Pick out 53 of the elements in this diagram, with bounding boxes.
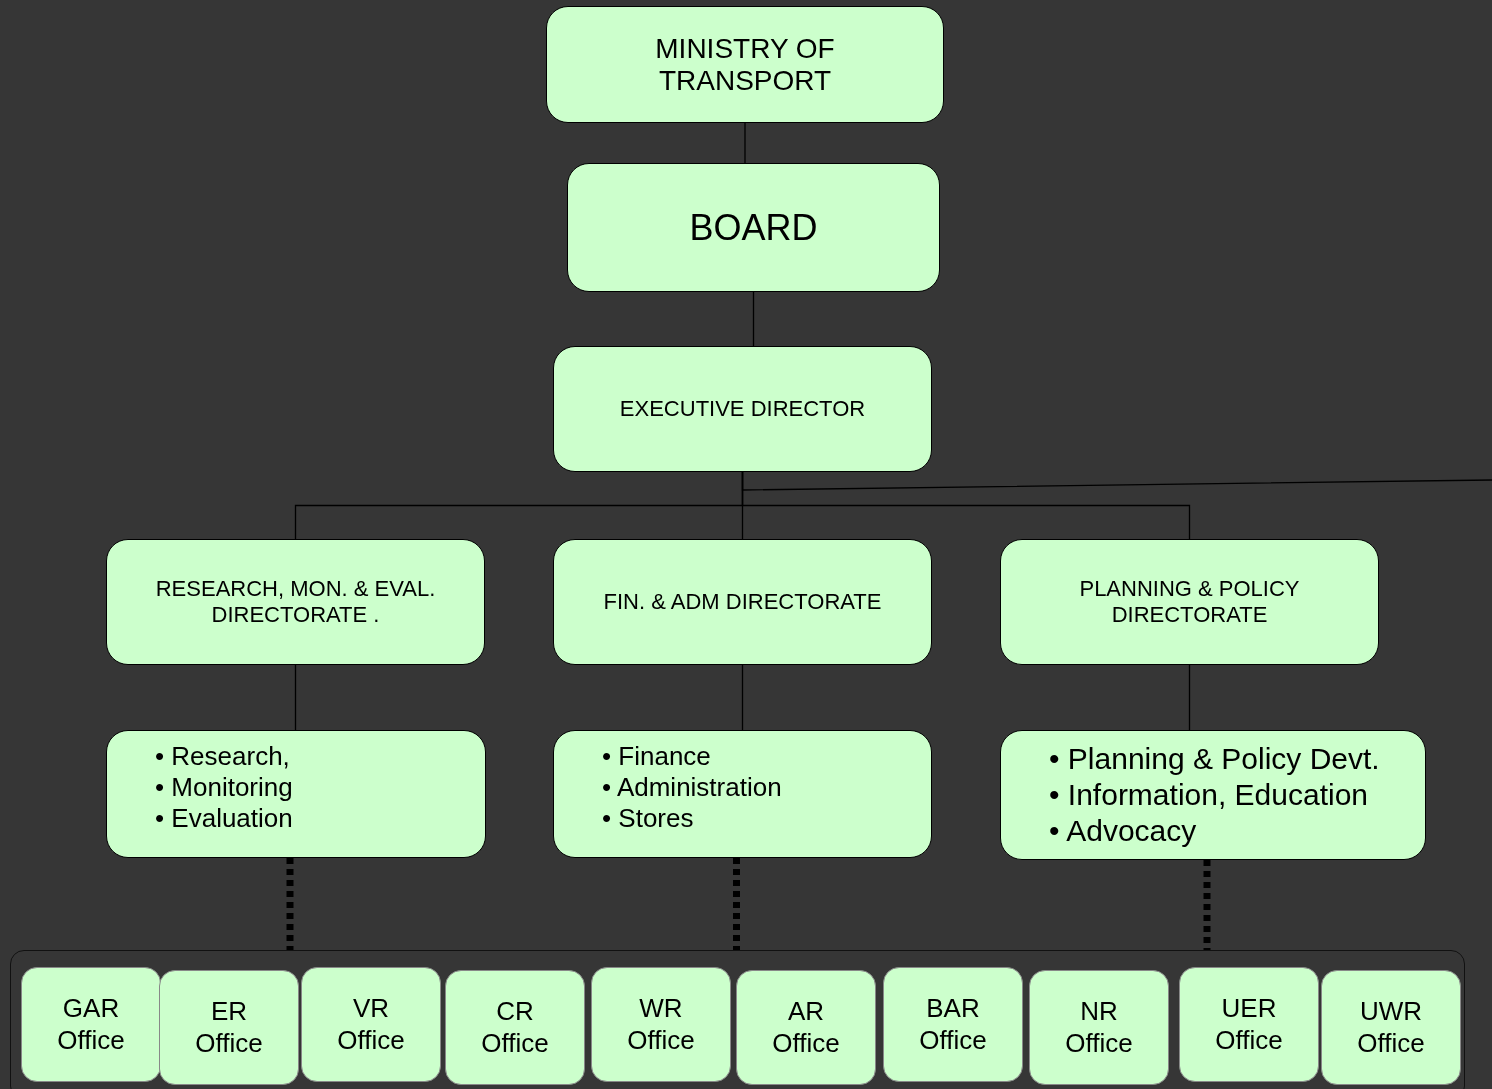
- list-item: • Finance: [602, 741, 712, 773]
- node-label: AR Office: [771, 996, 841, 1059]
- node-label: EXECUTIVE DIRECTOR: [618, 396, 867, 422]
- node-label: PLANNING & POLICY DIRECTORATE: [1078, 576, 1301, 628]
- list-item: • Information, Education: [1049, 777, 1369, 813]
- node-label: WR Office: [626, 993, 696, 1056]
- office-box: [591, 967, 731, 1082]
- office-box: [159, 970, 299, 1085]
- list-item: • Stores: [602, 803, 695, 835]
- unit-list-box: [1000, 730, 1426, 860]
- title-box: [546, 6, 944, 123]
- dotted-connector: [286, 858, 294, 950]
- list-item: • Planning & Policy Devt.: [1049, 741, 1380, 777]
- unit-list-box: [553, 730, 932, 858]
- office-box: [301, 967, 441, 1082]
- node-label: GAR Office: [56, 993, 126, 1056]
- list-item: • Administration: [602, 772, 782, 804]
- directorate-box: [106, 539, 485, 665]
- node-label: NR Office: [1064, 996, 1134, 1059]
- node-label: BAR Office: [918, 993, 988, 1056]
- node-label: BOARD: [688, 206, 819, 249]
- dotted-connector: [733, 858, 740, 950]
- list-item: • Research,: [155, 741, 291, 773]
- list-item: • Monitoring: [155, 772, 293, 804]
- node-label: VR Office: [336, 993, 406, 1056]
- directorate-box: [1000, 539, 1379, 665]
- node-label: MINISTRY OF TRANSPORT: [654, 32, 836, 97]
- office-box: [1029, 970, 1169, 1085]
- node-label: UER Office: [1214, 993, 1284, 1056]
- directorate-box: [553, 539, 932, 665]
- node-label: FIN. & ADM DIRECTORATE: [602, 589, 883, 615]
- node-label: UWR Office: [1356, 996, 1426, 1059]
- list-item: • Evaluation: [155, 803, 293, 835]
- connector-line: [1188, 664, 1191, 731]
- list-item: • Advocacy: [1049, 813, 1198, 849]
- office-box: [1179, 967, 1319, 1082]
- node-label: CR Office: [480, 996, 550, 1059]
- connector-line: [294, 664, 297, 731]
- executive-box: [553, 346, 932, 472]
- connector-line: [741, 664, 744, 731]
- group-frame: [10, 950, 1465, 1089]
- office-box: [21, 967, 161, 1082]
- node-label: RESEARCH, MON. & EVAL. DIRECTORATE .: [154, 576, 437, 628]
- office-box: [445, 970, 585, 1085]
- connector-line: [752, 291, 755, 347]
- node-label: ER Office: [194, 996, 264, 1059]
- dotted-connector: [1203, 860, 1211, 950]
- board-box: [567, 163, 940, 292]
- office-box: [883, 967, 1023, 1082]
- connector-line: [744, 122, 746, 164]
- unit-list-box: [106, 730, 486, 858]
- office-box: [1321, 970, 1461, 1085]
- office-box: [736, 970, 876, 1085]
